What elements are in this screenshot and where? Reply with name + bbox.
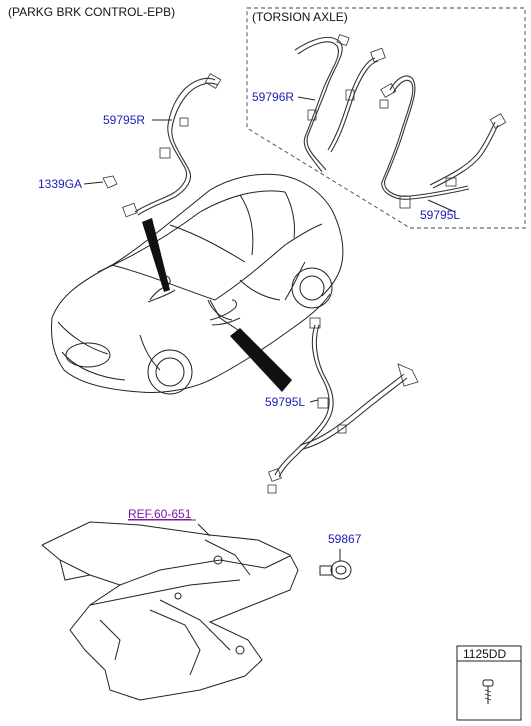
cable-59795r bbox=[122, 73, 222, 218]
clip-1339ga bbox=[83, 175, 118, 189]
torsion-cable-59795l bbox=[379, 75, 507, 209]
label-59796R: 59796R bbox=[252, 90, 294, 104]
floor-pan bbox=[41, 521, 299, 701]
label-1339GA: 1339GA bbox=[38, 177, 82, 191]
torsion-axle-region: (TORSION AXLE) 59796R 59795L bbox=[246, 7, 526, 229]
ref-label-60-651[interactable]: REF.60-651 bbox=[128, 507, 192, 521]
vehicle-outline bbox=[51, 173, 344, 395]
bolt-icon bbox=[482, 679, 494, 704]
diagram-title: (PARKG BRK CONTROL-EPB) bbox=[8, 5, 175, 19]
label-1125DD: 1125DD bbox=[463, 647, 506, 661]
torsion-axle-title: (TORSION AXLE) bbox=[252, 10, 348, 24]
callout-wedge-lower bbox=[230, 328, 292, 392]
callout-wedge-upper bbox=[142, 218, 170, 292]
grommet-59867 bbox=[319, 549, 352, 580]
label-59795L-torsion: 59795L bbox=[420, 208, 460, 222]
label-59867: 59867 bbox=[328, 532, 362, 546]
torsion-cable-59796r bbox=[294, 34, 386, 173]
cable-59795l-main bbox=[267, 317, 419, 494]
label-59795L-main: 59795L bbox=[265, 395, 305, 409]
fastener-box-1125dd: 1125DD bbox=[456, 645, 522, 721]
label-59795R: 59795R bbox=[103, 113, 145, 127]
